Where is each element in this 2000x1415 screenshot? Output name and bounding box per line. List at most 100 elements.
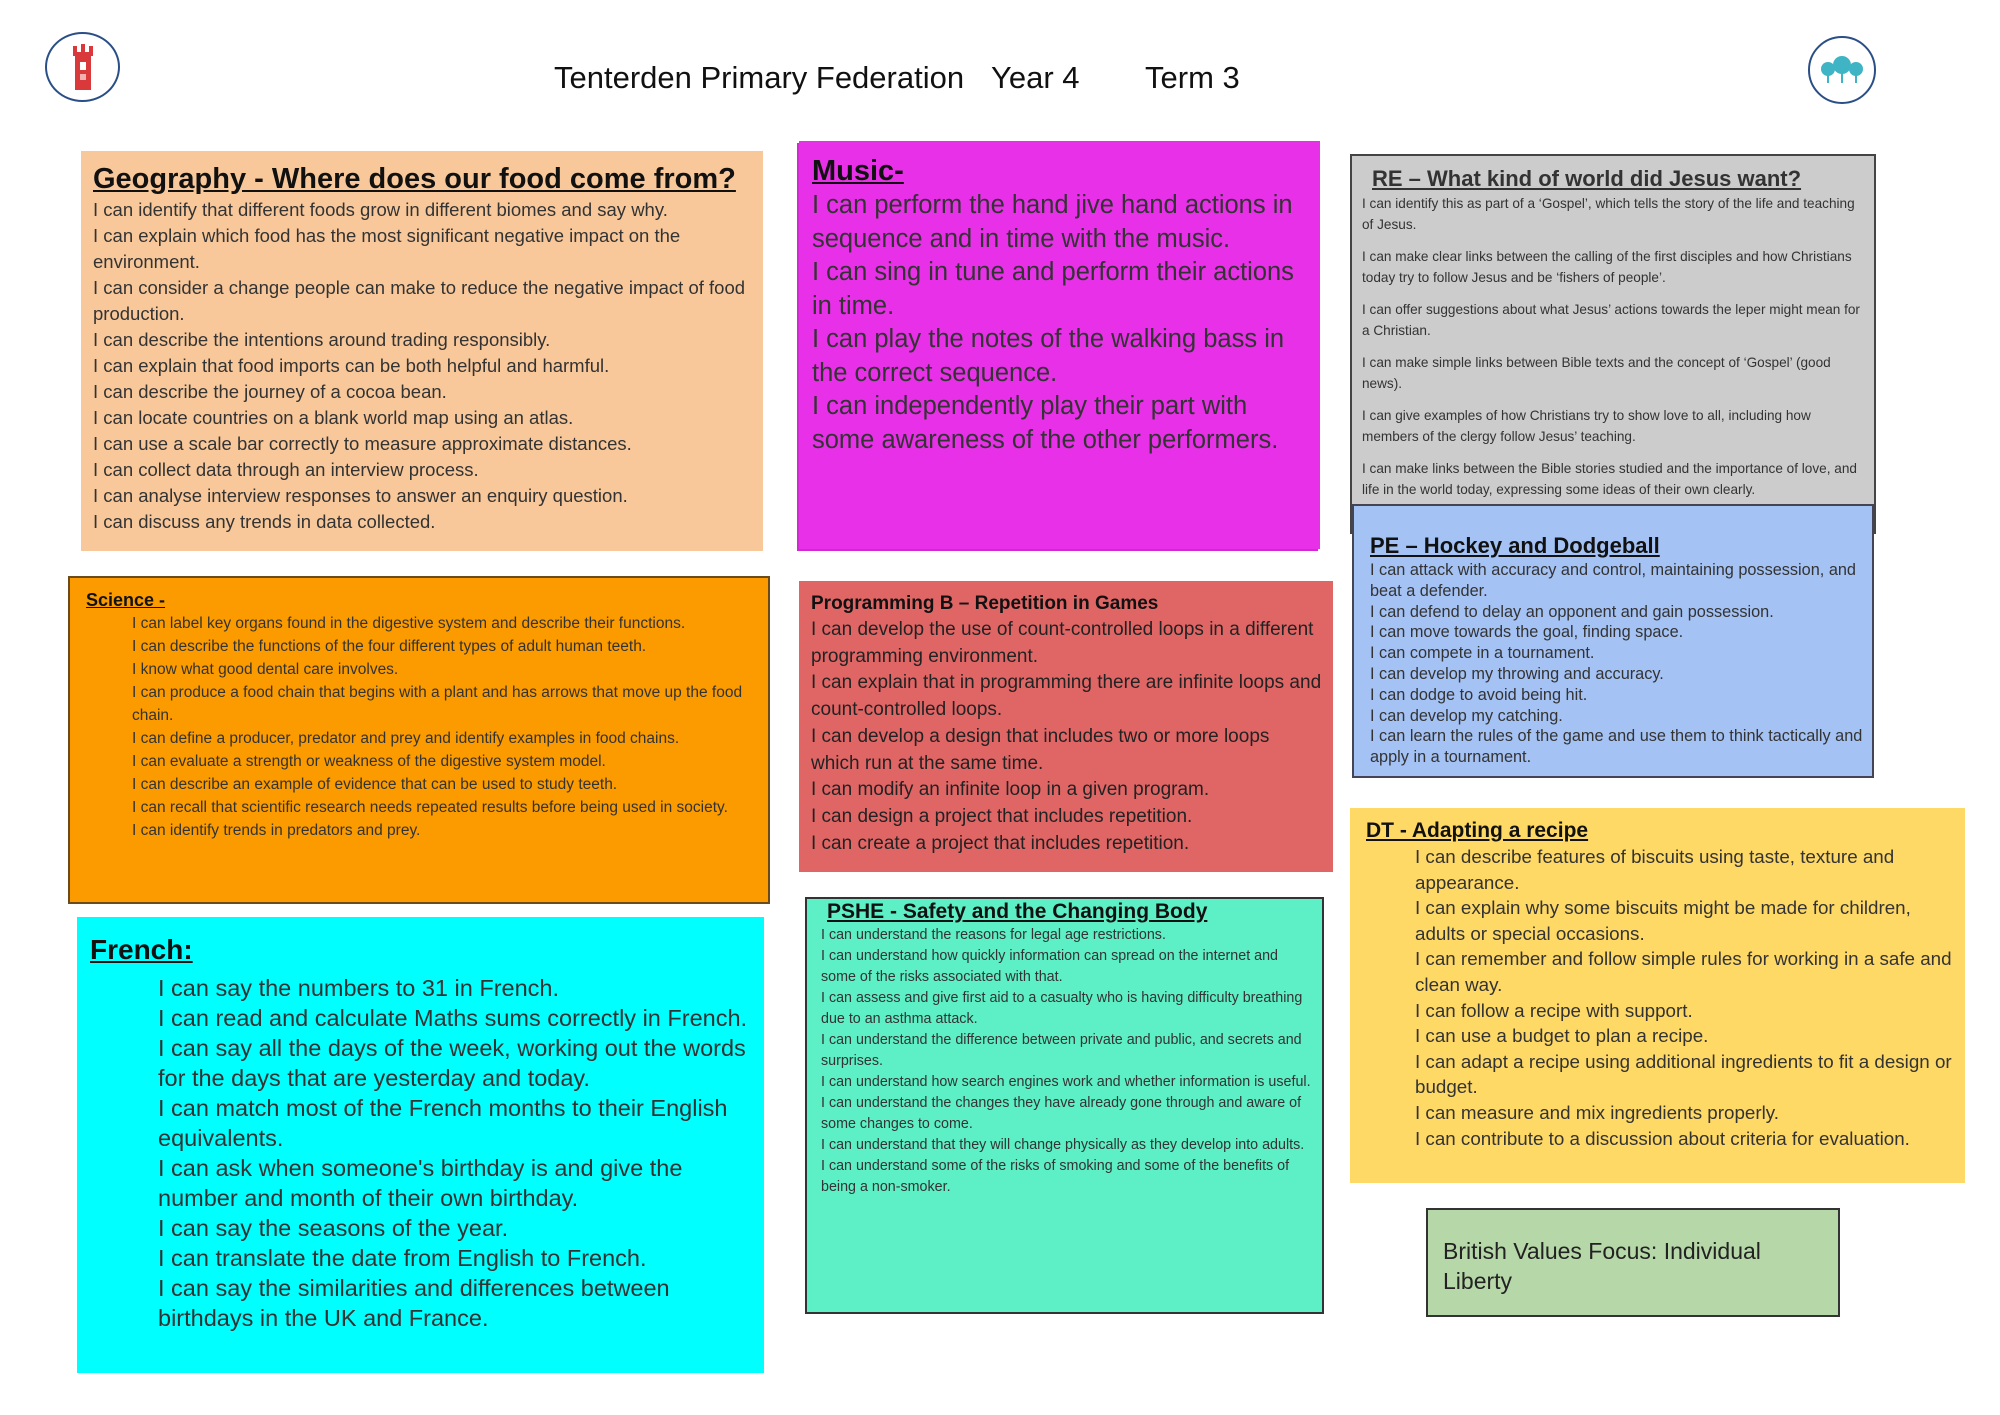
list-item: I can describe an example of evidence th…	[132, 776, 618, 793]
list-item: I can create a project that includes rep…	[811, 832, 1190, 854]
list-item: I can make links between the Bible stori…	[1362, 461, 1857, 497]
music-panel: Music- I can perform the hand jive hand …	[799, 141, 1320, 549]
list-item: I can learn the rules of the game and us…	[1370, 727, 1863, 767]
music-title: Music-	[812, 155, 904, 187]
programming-panel: Programming B – Repetition in Games I ca…	[799, 581, 1333, 872]
list-item: I can describe features of biscuits usin…	[1415, 846, 1895, 893]
list-item: I can explain that food imports can be b…	[93, 355, 610, 376]
re-title: RE – What kind of world did Jesus want?	[1372, 166, 1802, 191]
list-item: I can explain why some biscuits might be…	[1415, 897, 1911, 944]
science-panel: Science - I can label key organs found i…	[68, 576, 770, 904]
list-item: I can match most of the French months to…	[158, 1095, 728, 1151]
pe-panel: PE – Hockey and Dodgeball I can attack w…	[1352, 504, 1874, 778]
list-item: I can use a budget to plan a recipe.	[1415, 1025, 1709, 1047]
programming-list: I can develop the use of count-controlle…	[811, 617, 1323, 857]
pe-title: PE – Hockey and Dodgeball	[1370, 533, 1660, 558]
list-item: I can offer suggestions about what Jesus…	[1362, 302, 1860, 338]
trees-icon	[1821, 56, 1863, 83]
list-item: I can identify trends in predators and p…	[132, 822, 421, 839]
dt-list: I can describe features of biscuits usin…	[1366, 844, 1955, 1151]
list-item: I can explain which food has the most si…	[93, 225, 681, 272]
list-item: I can adapt a recipe using additional in…	[1415, 1050, 1952, 1098]
list-item: I can recall that scientific research ne…	[132, 799, 728, 816]
geography-panel: Geography - Where does our food come fro…	[81, 151, 763, 551]
list-item: I can understand the changes they have a…	[821, 1095, 1302, 1132]
list-item: I can define a producer, predator and pr…	[132, 730, 680, 747]
list-item: I can develop my throwing and accuracy.	[1370, 664, 1664, 683]
pe-list: I can attack with accuracy and control, …	[1370, 560, 1864, 768]
list-item: I can make simple links between Bible te…	[1362, 355, 1831, 391]
list-item: I can develop a design that includes two…	[811, 725, 1270, 774]
list-item: I can sing in tune and perform their act…	[812, 258, 1294, 320]
list-item: I know what good dental care involves.	[132, 661, 399, 678]
french-panel: French: I can say the numbers to 31 in F…	[77, 917, 764, 1373]
list-item: I can dodge to avoid being hit.	[1370, 685, 1588, 704]
list-item: I can move towards the goal, finding spa…	[1370, 623, 1684, 642]
list-item: I can identify this as part of a ‘Gospel…	[1362, 196, 1855, 232]
year-label: Year 4	[991, 60, 1080, 95]
list-item: I can make clear links between the calli…	[1362, 249, 1852, 285]
music-list: I can perform the hand jive hand actions…	[812, 189, 1310, 457]
pshe-title: PSHE - Safety and the Changing Body	[827, 900, 1208, 923]
re-list: I can identify this as part of a ‘Gospel…	[1362, 194, 1866, 500]
list-item: I can ask when someone's birthday is and…	[158, 1155, 683, 1211]
pshe-list: I can understand the reasons for legal a…	[821, 925, 1314, 1198]
list-item: I can explain that in programming there …	[811, 672, 1322, 721]
science-title: Science -	[86, 590, 166, 610]
list-item: I can understand how search engines work…	[821, 1074, 1311, 1090]
school-logo-left	[45, 32, 120, 102]
re-panel: RE – What kind of world did Jesus want? …	[1350, 154, 1876, 534]
british-values-panel: British Values Focus: Individual Liberty	[1426, 1208, 1840, 1317]
list-item: I can assess and give first aid to a cas…	[821, 990, 1303, 1027]
list-item: I can locate countries on a blank world …	[93, 407, 574, 428]
list-item: I can defend to delay an opponent and ga…	[1370, 602, 1774, 621]
list-item: I can discuss any trends in data collect…	[93, 511, 436, 532]
list-item: I can say the seasons of the year.	[158, 1215, 509, 1241]
list-item: I can say the numbers to 31 in French.	[158, 975, 560, 1001]
school-name: Tenterden Primary Federation	[554, 60, 965, 95]
list-item: I can contribute to a discussion about c…	[1415, 1127, 1910, 1149]
church-tower-icon	[72, 44, 93, 90]
list-item: I can understand some of the risks of sm…	[821, 1158, 1290, 1195]
list-item: I can modify an infinite loop in a given…	[811, 779, 1210, 801]
list-item: I can describe the journey of a cocoa be…	[93, 381, 447, 402]
pshe-panel: PSHE - Safety and the Changing Body I ca…	[805, 897, 1324, 1314]
dt-title: DT - Adapting a recipe	[1366, 819, 1589, 842]
list-item: I can say all the days of the week, work…	[158, 1035, 746, 1091]
british-values-text: British Values Focus: Individual Liberty	[1443, 1238, 1761, 1294]
list-item: I can compete in a tournament.	[1370, 644, 1595, 663]
list-item: I can understand the reasons for legal a…	[821, 927, 1166, 943]
list-item: I can translate the date from English to…	[158, 1245, 647, 1271]
list-item: I can consider a change people can make …	[93, 277, 746, 324]
list-item: I can analyse interview responses to ans…	[93, 485, 628, 506]
list-item: I can understand the difference between …	[821, 1032, 1302, 1069]
list-item: I can describe the intentions around tra…	[93, 329, 551, 350]
list-item: I can say the similarities and differenc…	[158, 1275, 670, 1331]
list-item: I can independently play their part with…	[812, 392, 1279, 454]
list-item: I can understand how quickly information…	[821, 948, 1278, 985]
list-item: I can use a scale bar correctly to measu…	[93, 433, 632, 454]
programming-title: Programming B – Repetition in Games	[811, 593, 1159, 614]
list-item: I can attack with accuracy and control, …	[1370, 561, 1856, 600]
school-logo-right	[1808, 36, 1876, 104]
list-item: I can develop the use of count-controlle…	[811, 619, 1314, 667]
list-item: I can follow a recipe with support.	[1415, 999, 1693, 1021]
list-item: I can read and calculate Maths sums corr…	[158, 1005, 748, 1031]
list-item: I can label key organs found in the dige…	[132, 615, 686, 632]
list-item: I can design a project that includes rep…	[811, 805, 1193, 827]
list-item: I can perform the hand jive hand actions…	[812, 191, 1293, 253]
geography-list: I can identify that different foods grow…	[93, 197, 755, 535]
french-list: I can say the numbers to 31 in French. I …	[90, 973, 752, 1333]
term-label: Term 3	[1145, 60, 1240, 95]
list-item: I can develop my catching.	[1370, 706, 1563, 725]
list-item: I can describe the functions of the four…	[132, 638, 647, 655]
list-item: I can remember and follow simple rules f…	[1415, 948, 1952, 995]
list-item: I can evaluate a strength or weakness of…	[132, 753, 606, 770]
list-item: I can measure and mix ingredients proper…	[1415, 1101, 1779, 1123]
geography-title: Geography - Where does our food come fro…	[93, 163, 736, 195]
list-item: I can produce a food chain that begins w…	[132, 684, 743, 724]
list-item: I can understand that they will change p…	[821, 1137, 1305, 1153]
dt-panel: DT - Adapting a recipe I can describe fe…	[1350, 808, 1965, 1183]
list-item: I can collect data through an interview …	[93, 459, 479, 480]
science-list: I can label key organs found in the dige…	[86, 612, 758, 842]
